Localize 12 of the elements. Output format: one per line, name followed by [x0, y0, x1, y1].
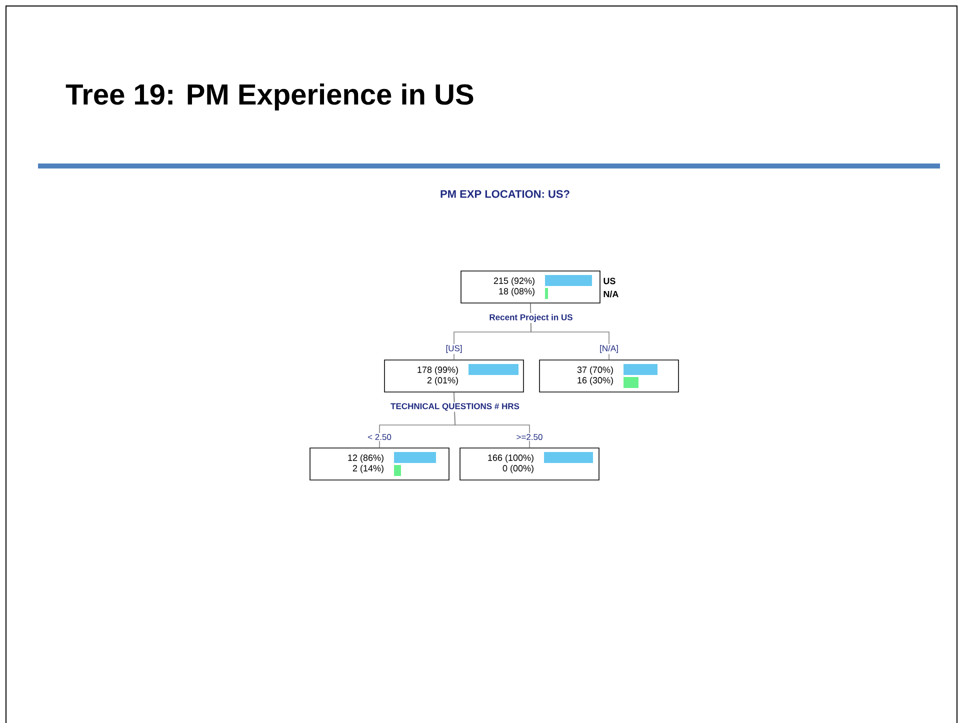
split-label: Recent Project in US — [488, 313, 574, 323]
edge-label: < 2.50 — [366, 432, 392, 441]
legend-label: N/A — [604, 290, 618, 298]
slide-title: Tree 19: PM Experience in US — [66, 83, 474, 111]
chart-heading: PM EXP LOCATION: US? — [440, 190, 570, 198]
connector — [454, 392, 530, 448]
edge-label: [US] — [444, 344, 464, 354]
connector — [530, 303, 610, 360]
legend-label: US — [604, 278, 616, 284]
edge-label: >=2.50 — [515, 432, 544, 441]
edge-label: [N/A] — [598, 344, 620, 354]
split-label: TECHNICAL QUESTIONS # HRS — [390, 402, 520, 412]
